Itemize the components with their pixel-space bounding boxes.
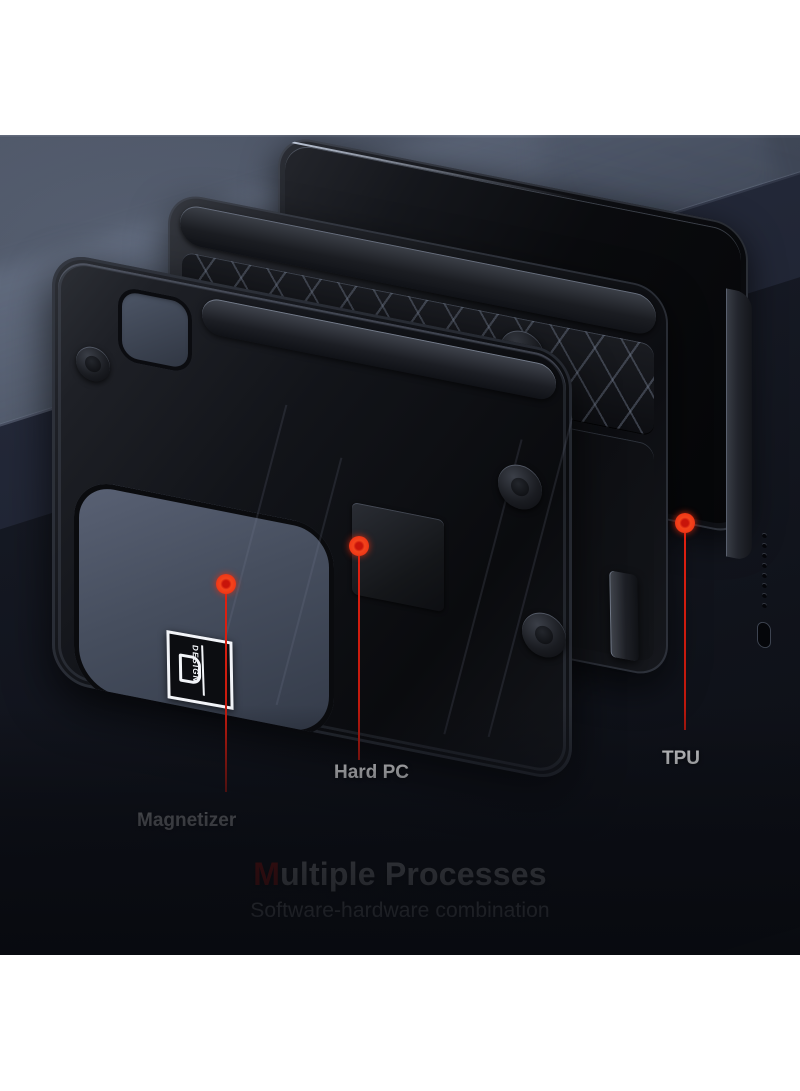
callout-dot[interactable] — [216, 574, 236, 594]
callout-dot[interactable] — [349, 536, 369, 556]
callout-line — [225, 594, 227, 792]
brand-badge: DESIGN — [166, 630, 234, 710]
kickstand-tab — [609, 570, 639, 662]
callout-dot[interactable] — [675, 513, 695, 533]
callout-line — [358, 556, 360, 760]
phone-speaker-grille-icon — [760, 532, 770, 610]
phone-side-frame — [726, 288, 752, 562]
case-center-plate — [352, 501, 444, 613]
badge-divider — [201, 645, 205, 696]
badge-design-text: DESIGN — [190, 644, 201, 684]
product-scene: DESIGN MagnetizerHard PCTPU Multiple Pro… — [0, 135, 800, 955]
phone-charging-port-icon — [757, 620, 771, 650]
callout-line — [684, 533, 686, 730]
headline-gradient-overlay — [0, 705, 800, 955]
scene-top-bevel — [0, 135, 800, 138]
